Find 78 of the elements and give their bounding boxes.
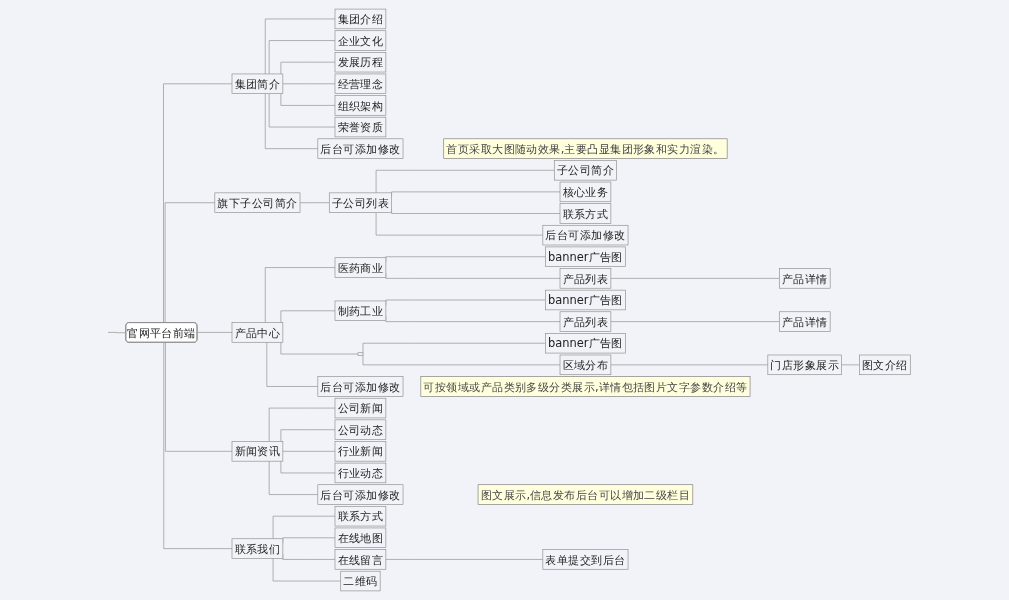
- connector: [272, 515, 336, 540]
- connector: [280, 93, 336, 106]
- connector: [163, 342, 233, 549]
- node-box: 在线留言: [334, 549, 386, 570]
- node-box: 产品中心: [231, 322, 283, 343]
- node-box: 荣誉资质: [334, 116, 386, 138]
- node-box: 行业新闻: [334, 441, 386, 462]
- connector: [280, 61, 336, 75]
- node-box: 制药工业: [334, 300, 386, 321]
- node-box: 公司新闻: [334, 397, 386, 419]
- connector: [164, 202, 215, 324]
- connector: [268, 460, 318, 495]
- connector: [280, 310, 336, 323]
- node-box: 集团简介: [231, 73, 283, 94]
- connector: [841, 364, 860, 366]
- connector: [280, 341, 358, 355]
- connector: [272, 558, 341, 582]
- node-box: 产品详情: [778, 311, 831, 332]
- node-box: 行业动态: [334, 462, 386, 484]
- node-box: 集团介绍: [334, 8, 386, 30]
- connector: [264, 267, 336, 323]
- node-box: 组织架构: [334, 95, 386, 116]
- node-box: 产品列表: [559, 311, 611, 332]
- node-box: 后台可添加修改: [317, 138, 404, 159]
- connector: [362, 354, 561, 366]
- connector: [282, 451, 336, 452]
- node-box: 子公司简介: [553, 160, 617, 181]
- connector: [299, 202, 330, 204]
- node-box: 旗下子公司简介: [214, 192, 301, 213]
- connector: [264, 18, 336, 75]
- node-box: 公司动态: [334, 419, 386, 440]
- connector-line: [107, 332, 127, 334]
- connector: [280, 429, 336, 442]
- connector: [610, 364, 768, 366]
- connector: [280, 460, 336, 474]
- node-box: 区域分布: [559, 354, 611, 376]
- node-box: 二维码: [340, 570, 381, 592]
- connector: [268, 40, 336, 75]
- node-box: 产品列表: [559, 268, 611, 289]
- node-box: 联系我们: [231, 538, 283, 559]
- connector: [268, 93, 336, 128]
- connector: [375, 212, 543, 236]
- connector: [610, 321, 780, 322]
- node-box: 可按领域或产品类别多级分类展示,详情包括图片文字参数介绍等: [420, 376, 751, 397]
- node-box: 子公司列表: [328, 192, 392, 213]
- node-box: 核心业务: [559, 181, 611, 203]
- node-box: 医药商业: [334, 257, 386, 278]
- connector: [610, 278, 780, 279]
- node-box: banner广告图: [544, 246, 626, 267]
- connector: [375, 169, 555, 194]
- connector: [268, 407, 336, 442]
- node-box: 门店形象展示: [767, 354, 842, 376]
- node-box: banner广告图: [544, 289, 626, 311]
- node-box: 产品详情: [778, 268, 831, 289]
- connector: [163, 83, 233, 324]
- node-box: banner广告图: [544, 333, 626, 354]
- node-box: 图文展示,信息发布后台可以增加二级栏目: [477, 484, 693, 505]
- node-box: 经营理念: [334, 73, 386, 94]
- connector: [282, 83, 336, 85]
- connector: [164, 342, 233, 452]
- connector: [196, 332, 233, 334]
- node-box: [357, 352, 364, 356]
- node-box: 图文介绍: [858, 354, 911, 376]
- node-box: 在线地图: [334, 527, 386, 548]
- node-box: 联系方式: [334, 506, 386, 527]
- connector: [362, 342, 546, 354]
- node-box: 新闻资讯: [231, 441, 283, 462]
- node-box: 联系方式: [559, 203, 611, 224]
- node-box: 后台可添加修改: [542, 224, 629, 246]
- node-box: 发展历程: [334, 52, 386, 73]
- connector: [385, 559, 543, 560]
- node-box: 后台可添加修改: [317, 376, 404, 397]
- connector: [266, 341, 318, 387]
- node-box: 表单提交到后台: [542, 549, 629, 570]
- connector: [264, 93, 318, 149]
- node-box: 首页采取大图随动效果,主要凸显集团形象和实力渲染。: [443, 138, 728, 159]
- node-box: 企业文化: [334, 30, 386, 51]
- node-box: 后台可添加修改: [317, 484, 404, 505]
